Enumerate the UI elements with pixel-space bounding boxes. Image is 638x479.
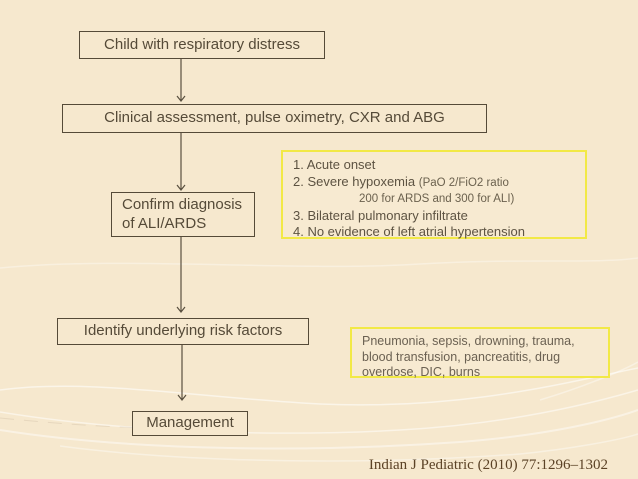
criteria-item-2: 2. Severe hypoxemia (PaO 2/FiO2 ratio — [293, 174, 575, 192]
journal-citation: Indian J Pediatric (2010) 77:1296–1302 — [368, 457, 608, 473]
flow-step-label-line2: of ALI/ARDS — [122, 214, 207, 232]
flow-step-label: Child with respiratory distress — [104, 35, 300, 53]
risk-factors-note: Pneumonia, sepsis, drowning, trauma, blo… — [350, 327, 610, 379]
risk-note-line3: overdose, DIC, burns — [362, 365, 481, 379]
criteria-item-2-detail: (PaO 2/FiO2 ratio — [418, 176, 509, 189]
criteria-item-1: 1. Acute onset — [293, 157, 376, 172]
arrow-step1-to-step2 — [176, 59, 186, 102]
risk-note-line1: Pneumonia, sepsis, drowning, trauma, — [362, 334, 575, 348]
criteria-item-2-detail-cont: 200 for ARDS and 300 for ALI) — [359, 193, 515, 205]
flow-step-label: Management — [146, 414, 234, 432]
arrow-step2-to-step3 — [176, 133, 186, 191]
flow-step-management: Management — [132, 411, 248, 436]
criteria-item-4: 4. No evidence of left atrial hypertensi… — [293, 224, 525, 239]
risk-note-line2: blood transfusion, pancreatitis, drug — [362, 349, 561, 364]
flow-step-confirm-diagnosis: Confirm diagnosis of ALI/ARDS — [111, 192, 255, 237]
flow-step-label: Clinical assessment, pulse oximetry, CXR… — [104, 109, 445, 127]
flow-step-identify-risk-factors: Identify underlying risk factors — [57, 318, 309, 345]
criteria-item-2-main: 2. Severe hypoxemia — [293, 173, 419, 189]
flow-step-label: Identify underlying risk factors — [83, 322, 283, 340]
arrow-step4-to-step5 — [177, 345, 187, 401]
flow-step-respiratory-distress: Child with respiratory distress — [79, 31, 325, 59]
criteria-item-3: 3. Bilateral pulmonary infiltrate — [293, 207, 468, 223]
arrow-step3-to-step4 — [176, 237, 186, 313]
flow-step-clinical-assessment: Clinical assessment, pulse oximetry, CXR… — [62, 104, 487, 133]
flow-step-label-line1: Confirm diagnosis — [122, 196, 243, 213]
ards-criteria-note: 1. Acute onset 2. Severe hypoxemia (PaO … — [281, 150, 587, 239]
